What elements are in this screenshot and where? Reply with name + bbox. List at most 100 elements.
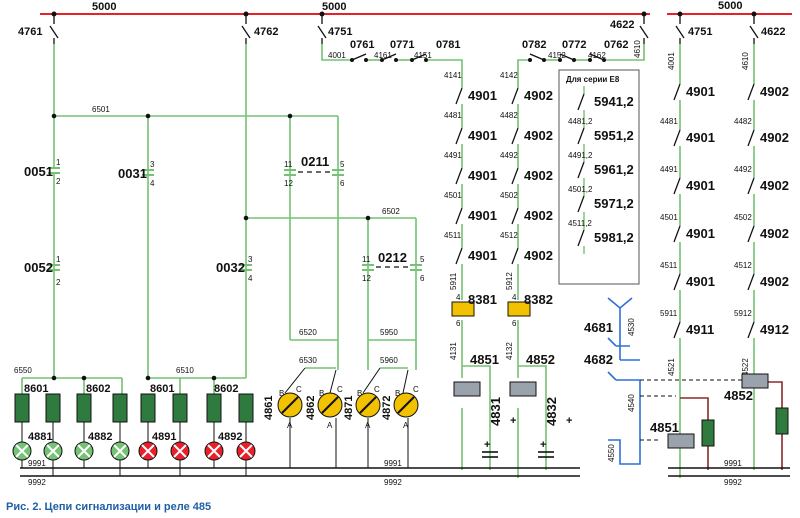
contact-label: 0781 [436, 39, 460, 51]
svg-text:4902: 4902 [760, 130, 789, 145]
svg-text:4492: 4492 [734, 165, 752, 174]
wire-label: 4481 [444, 111, 462, 120]
col2-contacts: 4142 4482 4492 4502 4512 5912 4902 4902 … [500, 71, 553, 290]
switch-label: 4751 [688, 26, 712, 38]
svg-text:6: 6 [420, 274, 425, 283]
relay-coil [507, 301, 531, 317]
svg-text:4522: 4522 [741, 358, 750, 376]
series-box [558, 69, 640, 285]
gauge [393, 392, 419, 418]
svg-text:4901: 4901 [686, 84, 715, 99]
cap-label: 0052 [24, 260, 53, 275]
chain-dots [350, 58, 606, 62]
contact-label: 4902 [524, 168, 553, 183]
gauge [355, 392, 381, 418]
svg-text:A: A [403, 421, 409, 430]
svg-text:6: 6 [340, 179, 345, 188]
wire-label: 4162 [588, 51, 606, 60]
contact-label: 4902 [524, 248, 553, 263]
bus-label: 9991 [384, 459, 402, 468]
wire-label: 4540 [627, 394, 636, 412]
col1-contacts: 4141 4481 4491 4501 4511 5911 4901 4901 … [444, 71, 497, 290]
gauges: 4861 4862 4871 4872 6520 6530 5950 5960 … [263, 328, 419, 468]
relay-label: 8601 [150, 383, 174, 395]
bus-label: 9991 [724, 459, 742, 468]
svg-text:4: 4 [150, 179, 155, 188]
bus-label: 9992 [384, 478, 402, 487]
gauge-label: 4862 [305, 396, 317, 420]
relay-coil [453, 381, 481, 397]
relay-coil [741, 373, 769, 389]
svg-text:A: A [287, 421, 293, 430]
wire-label: 4152 [548, 51, 566, 60]
wire-label: 4491,2 [568, 151, 593, 160]
wire-label: 6510 [176, 366, 194, 375]
svg-text:12: 12 [284, 179, 293, 188]
contact-label: 5951,2 [594, 128, 634, 143]
switch-label: 4751 [328, 26, 352, 38]
lamp-green [43, 441, 63, 461]
contact-label: 0761 [350, 39, 374, 51]
wire-label: 4511,2 [568, 219, 592, 228]
relay-group: 6550 6510 8601 8602 8601 8602 [14, 366, 254, 423]
contact-label: 4901 [468, 88, 497, 103]
relay-label: 8602 [86, 383, 110, 395]
contact-label: 4902 [524, 208, 553, 223]
gauge-label: 4872 [381, 396, 393, 420]
wire-label: 4511 [444, 231, 462, 240]
svg-text:4902: 4902 [760, 274, 789, 289]
relay-label: 4681 [584, 320, 613, 335]
relay-coil [112, 393, 128, 423]
svg-text:5: 5 [420, 255, 425, 264]
relay-label: 4852 [724, 388, 753, 403]
svg-text:4501: 4501 [660, 213, 678, 222]
relay-label: 8382 [524, 292, 553, 307]
relay-coil [509, 381, 537, 397]
wire-label: 4501 [444, 191, 462, 200]
svg-text:4: 4 [248, 274, 253, 283]
left-nodes [51, 113, 371, 381]
gauge [317, 392, 343, 418]
lamp-label: 4892 [218, 431, 242, 443]
relay-coil [76, 393, 92, 423]
wire-label: 4131 [449, 342, 458, 360]
svg-text:4901: 4901 [686, 130, 715, 145]
series-box-title: Для серии Е8 [566, 75, 620, 84]
chain-contacts [351, 53, 605, 61]
bus-label: 9992 [28, 478, 46, 487]
lamps: 4881 4882 4891 4892 [12, 422, 256, 476]
svg-text:1: 1 [56, 158, 61, 167]
svg-text:4901: 4901 [686, 274, 715, 289]
svg-text:C: C [296, 385, 302, 394]
lamp-label: 4882 [88, 431, 112, 443]
wire-label: 4501,2 [568, 185, 593, 194]
svg-text:A: A [365, 421, 371, 430]
contact-label: 5941,2 [594, 94, 634, 109]
lamp-label: 4881 [28, 431, 52, 443]
svg-text:1: 1 [56, 255, 61, 264]
svg-text:4901: 4901 [686, 226, 715, 241]
relay-coil [140, 393, 156, 423]
blue-wires [607, 297, 641, 465]
svg-text:4911: 4911 [686, 322, 714, 337]
wire-label: 4132 [505, 342, 514, 360]
svg-text:2: 2 [56, 278, 61, 287]
wire-label: 4502 [500, 191, 518, 200]
contact-label: 0782 [522, 39, 546, 51]
relay-coil [206, 393, 222, 423]
contact-label: 4901 [468, 168, 497, 183]
chain-wires [321, 44, 645, 378]
svg-text:4001: 4001 [667, 52, 676, 70]
wire-label: 6520 [299, 328, 317, 337]
svg-text:4901: 4901 [686, 178, 715, 193]
wire-label: 6501 [92, 105, 110, 114]
left-capacitors [48, 167, 422, 271]
cap-label: 0212 [378, 250, 407, 265]
wire-label: 4610 [633, 40, 642, 58]
relay-coil [701, 419, 715, 447]
bus-label: 9992 [724, 478, 742, 487]
